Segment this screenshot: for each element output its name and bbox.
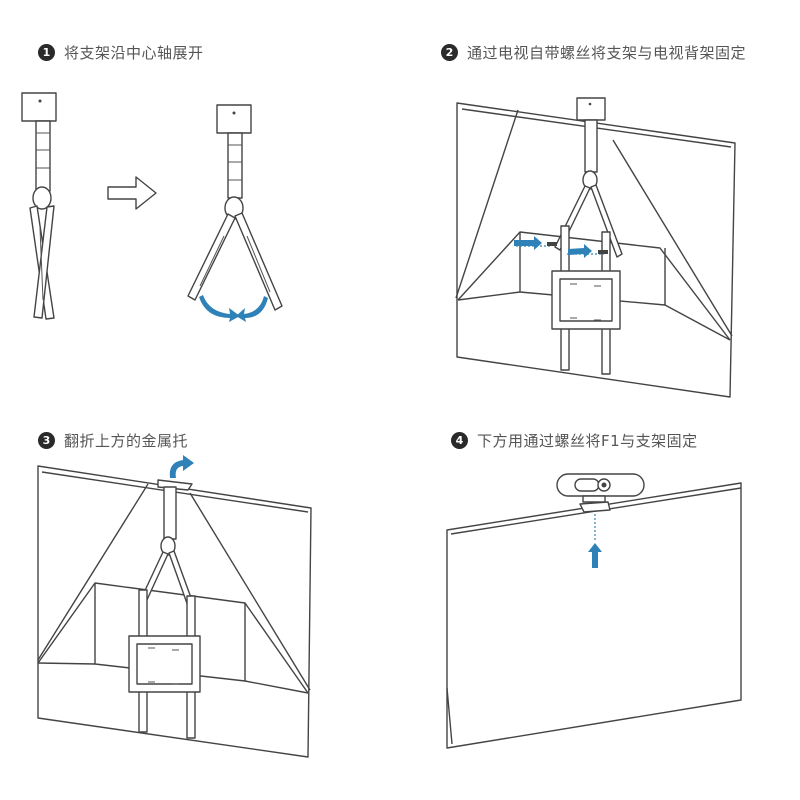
step-2-screw-right-icon: [567, 244, 608, 258]
step-4-camera-f1: [556, 473, 645, 503]
step-4-header: 4 下方用通过螺丝将F1与支架固定: [451, 430, 698, 451]
step-1-rotate-left-arrow-icon: [199, 295, 240, 322]
step-2-instruction: 通过电视自带螺丝将支架与电视背架固定: [467, 44, 747, 62]
step-1-direction-arrow-icon: [107, 176, 157, 210]
step-1-rotate-right-arrow-icon: [236, 296, 268, 322]
step-4-mount-plate: [579, 501, 611, 540]
step-1-number: 1: [38, 44, 55, 61]
step-3-instruction: 翻折上方的金属托: [64, 432, 189, 450]
step-1-instruction: 将支架沿中心轴展开: [64, 44, 204, 62]
step-2-screw-left-icon: [514, 236, 557, 250]
step-4-screw-up-arrow-icon: [588, 543, 602, 568]
step-3-number: 3: [38, 432, 55, 449]
step-1-folded-bracket: [21, 92, 57, 320]
step-2-header: 2 通过电视自带螺丝将支架与电视背架固定: [441, 42, 746, 63]
step-3-bracket: [128, 479, 201, 739]
step-4-tv-back: [446, 482, 742, 749]
step-3-flip-arrow-icon: [169, 455, 194, 478]
step-4-instruction: 下方用通过螺丝将F1与支架固定: [477, 432, 698, 450]
step-2-bracket: [551, 97, 623, 375]
step-1-header: 1 将支架沿中心轴展开: [38, 42, 204, 63]
step-2-tv-back: [455, 102, 736, 398]
step-1-unfolded-bracket: [187, 104, 283, 311]
step-4-number: 4: [451, 432, 468, 449]
step-2-number: 2: [441, 44, 458, 61]
step-3-header: 3 翻折上方的金属托: [38, 430, 188, 451]
